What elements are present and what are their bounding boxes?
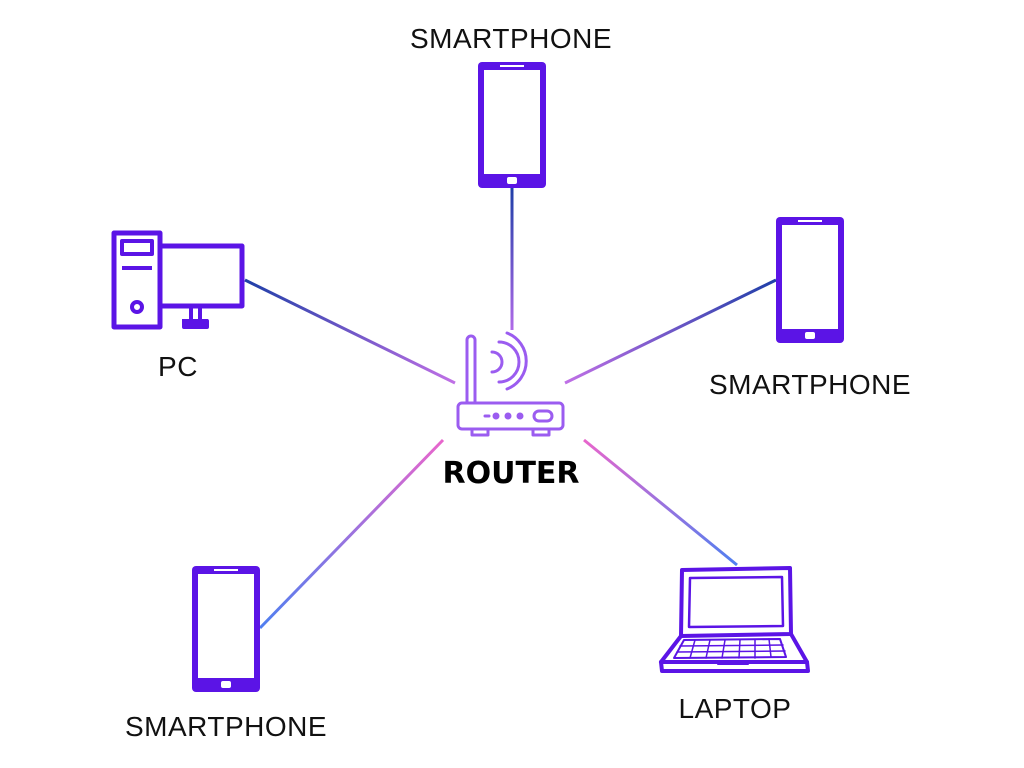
smartphone-label: SMARTPHONE bbox=[410, 23, 612, 54]
router-label: ROUTER bbox=[442, 456, 579, 491]
link-bottom-left-smartphone bbox=[258, 438, 445, 630]
pc-label: PC bbox=[158, 351, 198, 382]
laptop-label: LAPTOP bbox=[679, 693, 792, 724]
laptop-icon bbox=[659, 566, 810, 673]
wifi-router-icon bbox=[456, 331, 565, 437]
smartphone-label: SMARTPHONE bbox=[709, 369, 911, 400]
link-right-smartphone bbox=[564, 278, 777, 385]
smartphone-label: SMARTPHONE bbox=[125, 711, 327, 742]
smartphone-icon bbox=[192, 566, 260, 692]
desktop-computer-icon bbox=[111, 230, 245, 330]
smartphone-icon bbox=[776, 217, 844, 343]
link-pc bbox=[244, 278, 456, 385]
smartphone-icon bbox=[478, 62, 546, 188]
link-laptop bbox=[583, 438, 738, 567]
